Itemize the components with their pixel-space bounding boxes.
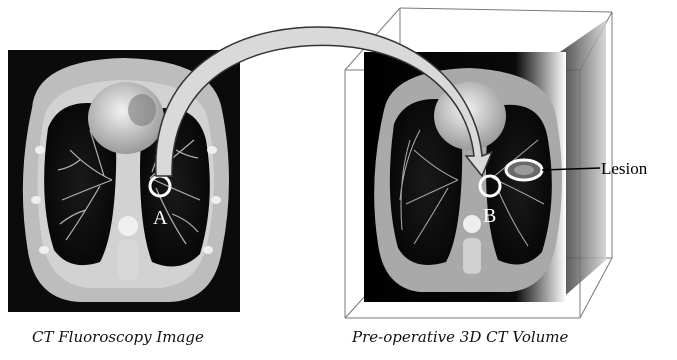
right-caption: Pre-operative 3D CT Volume	[352, 328, 568, 346]
marker-b-label: B	[483, 205, 496, 227]
ct-fluoroscopy-image: A	[8, 50, 240, 312]
right-spine	[463, 238, 481, 274]
left-caption: CT Fluoroscopy Image	[32, 328, 204, 346]
left-vertebra	[118, 216, 138, 236]
volume-side-slab	[560, 20, 606, 300]
right-vertebra	[463, 215, 481, 233]
left-spine	[118, 240, 138, 280]
lesion-core	[514, 165, 534, 175]
marker-a-label: A	[153, 207, 168, 229]
left-heart-chamber	[128, 94, 156, 126]
lesion-label: Lesion	[601, 159, 648, 178]
